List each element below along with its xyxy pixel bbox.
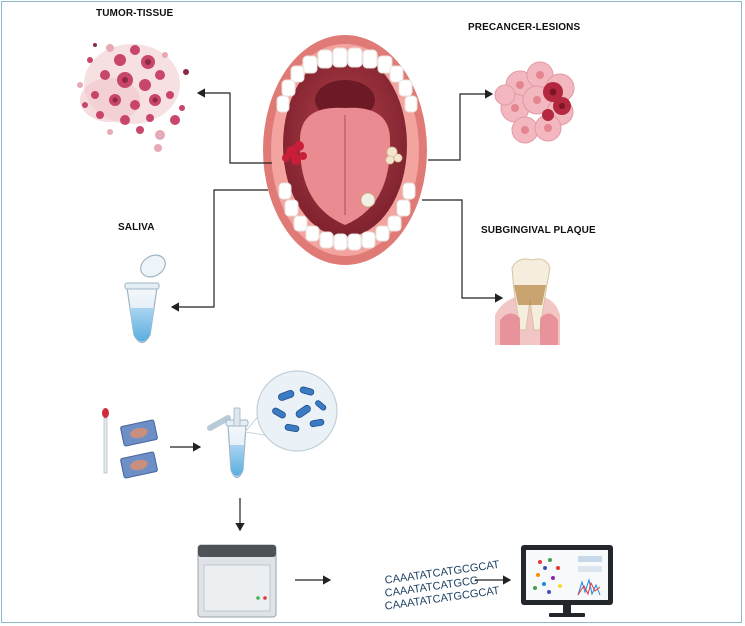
tissue-slides-icon (120, 419, 158, 479)
precancer-lesions-label: PRECANCER-LESIONS (468, 22, 581, 33)
saliva-label: SALIVA (118, 222, 155, 233)
bacteria-zoom-icon (244, 370, 338, 452)
tooth-plaque-illustration (495, 258, 560, 345)
precancer-lesions-illustration (494, 61, 575, 144)
open-mouth-illustration (263, 35, 427, 265)
sequencer-machine-icon (197, 544, 277, 618)
extraction-tube-icon (207, 407, 249, 479)
subgingival-plaque-label: SUBGINGIVAL PLAQUE (481, 225, 596, 236)
analysis-monitor-icon (521, 545, 613, 617)
top-arrows (170, 88, 504, 312)
swab-icon (102, 408, 109, 474)
tumor-tissue-label: TUMOR-TISSUE (96, 8, 174, 19)
saliva-tube-illustration (124, 254, 166, 344)
dna-reads: CAAATATCATGCGCAT CAAATATCATGCG CAAATATCA… (384, 559, 501, 613)
tumor-tissue-illustration (77, 43, 189, 152)
